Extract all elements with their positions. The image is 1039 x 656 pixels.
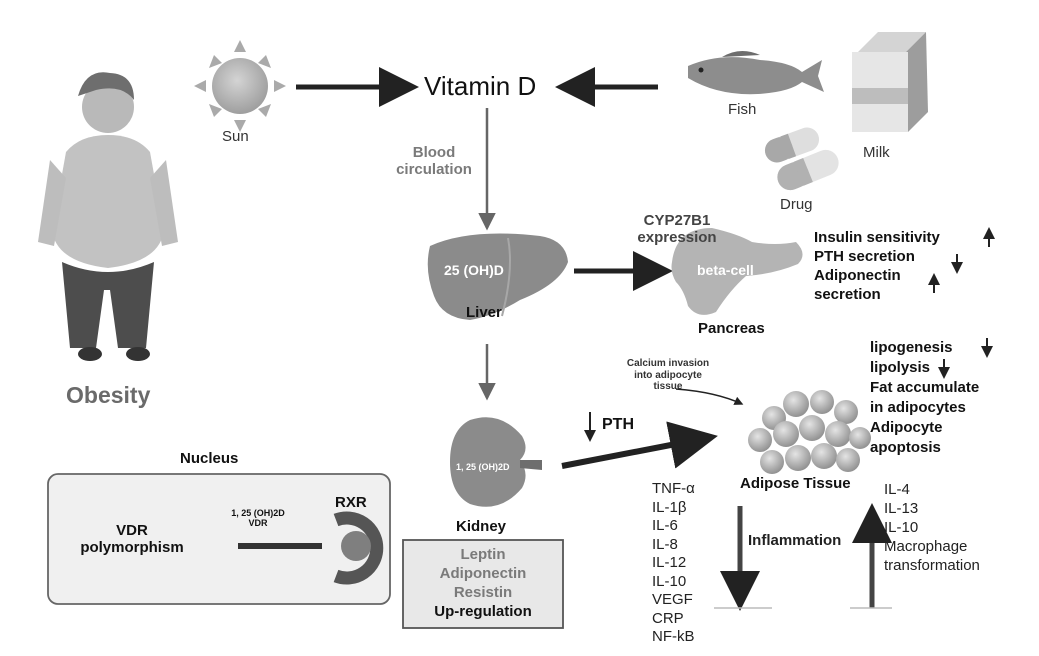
cytokine-item: CRP: [652, 609, 684, 627]
adipokine-item: Resistin: [453, 584, 513, 601]
adipose-tissue-label: Adipose Tissue: [740, 475, 851, 492]
effect-item: in adipocytes: [870, 399, 966, 416]
up-regulation-label: Up-regulation: [434, 603, 532, 620]
adipokine-list: Leptin Adiponectin Resistin Up-regulatio…: [403, 545, 563, 621]
fish-label: Fish: [728, 101, 757, 118]
cytokine-item: IL-13: [884, 500, 919, 517]
nucleus-box: [47, 473, 391, 605]
cyp27b1-line: expression: [637, 229, 717, 247]
liver-metabolite-label: 25 (OH)D: [444, 262, 504, 278]
kidney-icon: [450, 417, 526, 507]
effect-item: Adiponectin: [814, 267, 901, 284]
effect-item: Fat accumulate: [870, 379, 980, 396]
calcium-line: Calcium invasion: [626, 358, 710, 369]
beta-cell-label: beta-cell: [697, 262, 754, 278]
effect-item: PTH secretion: [814, 248, 915, 265]
calcium-note: Calcium invasion into adipocyte tissue: [608, 358, 728, 393]
fish-icon: [688, 50, 824, 95]
rxr-icon: [341, 531, 371, 561]
milk-label: Milk: [863, 144, 890, 161]
cytokine-item: IL-8: [652, 535, 678, 553]
cytokine-item: IL-6: [652, 517, 678, 534]
blood-circulation-line: Blood: [412, 144, 456, 161]
pth-label: PTH: [602, 416, 634, 433]
adipokine-box: [402, 539, 564, 629]
calcium-arrow: [675, 388, 744, 405]
effect-item: lipogenesis: [870, 339, 953, 356]
vdr-polymorphism-label: VDR polymorphism: [66, 522, 198, 557]
pro-inflammatory-list: TNF-α IL-1β IL-6 IL-8 IL-12 IL-10 VEGF C…: [652, 480, 695, 647]
milk-carton-icon: [852, 32, 928, 132]
kidney-to-adipose-arrow: [561, 421, 718, 469]
pancreas-label: Pancreas: [698, 320, 765, 337]
vdr-receptor-icon: [333, 511, 384, 585]
inflammation-label: Inflammation: [748, 532, 842, 549]
obesity-label: Obesity: [66, 382, 151, 408]
cyp27b1-line: CYP27B1: [643, 212, 711, 229]
cytokine-item: Macrophage: [884, 538, 968, 555]
anti-inflammatory-list: IL-4 IL-13 IL-10 Macrophage transformati…: [884, 480, 980, 575]
adipokine-item: Adiponectin: [439, 565, 527, 582]
effect-item: Adipocyte: [870, 419, 943, 436]
sun-label: Sun: [222, 128, 249, 145]
calcium-line: tissue: [653, 381, 683, 392]
drug-label: Drug: [780, 196, 813, 213]
vitamin-d-title: Vitamin D: [424, 71, 537, 101]
cyp27b1-label: CYP27B1 expression: [622, 212, 732, 247]
effect-item: lipolysis: [870, 359, 931, 376]
cytokine-item: IL-10: [652, 572, 687, 590]
kidney-metabolite-label: 1, 25 (OH)2D: [456, 462, 510, 472]
cytokine-item: VEGF: [652, 591, 693, 608]
cytokine-item: IL-12: [652, 554, 687, 571]
pancreas-effects-list: Insulin sensitivity PTH secretion Adipon…: [814, 228, 940, 304]
vdr-line: polymorphism: [80, 539, 184, 557]
blood-circulation-line: circulation: [396, 161, 472, 179]
cytokine-item: transformation: [884, 557, 980, 574]
obese-person-icon: [38, 72, 178, 361]
adipose-effects-list: lipogenesis lipolysis Fat accumulate in …: [870, 338, 979, 458]
cytokine-item: IL-4: [884, 481, 910, 498]
cytokine-item: TNF-α: [652, 480, 695, 497]
liver-icon: [427, 233, 568, 320]
rxr-label: RXR: [335, 494, 367, 511]
cytokine-item: IL-1β: [652, 498, 687, 516]
adipokine-item: Leptin: [460, 546, 506, 563]
drug-capsules-icon: [764, 127, 839, 191]
ligand-label: 1, 25 (OH)2D VDR: [220, 508, 296, 529]
pancreas-icon: [671, 228, 803, 315]
liver-label: Liver: [466, 304, 502, 321]
vdr-line: VDR: [116, 522, 148, 539]
kidney-label: Kidney: [456, 518, 507, 535]
blood-circulation-label: Blood circulation: [392, 144, 476, 179]
calcium-line: into adipocyte: [634, 369, 702, 381]
nucleus-title: Nucleus: [180, 450, 239, 467]
effect-item: Insulin sensitivity: [814, 229, 940, 246]
adipose-tissue-icon: [748, 390, 871, 474]
effect-item: apoptosis: [870, 439, 941, 456]
sun-icon: [194, 40, 286, 132]
cytokine-item: IL-10: [884, 519, 919, 536]
ligand-line: VDR: [248, 518, 268, 529]
cytokine-item: NF-kB: [652, 628, 695, 645]
effect-item: secretion: [814, 286, 881, 303]
ligand-line: 1, 25 (OH)2D: [231, 508, 285, 518]
